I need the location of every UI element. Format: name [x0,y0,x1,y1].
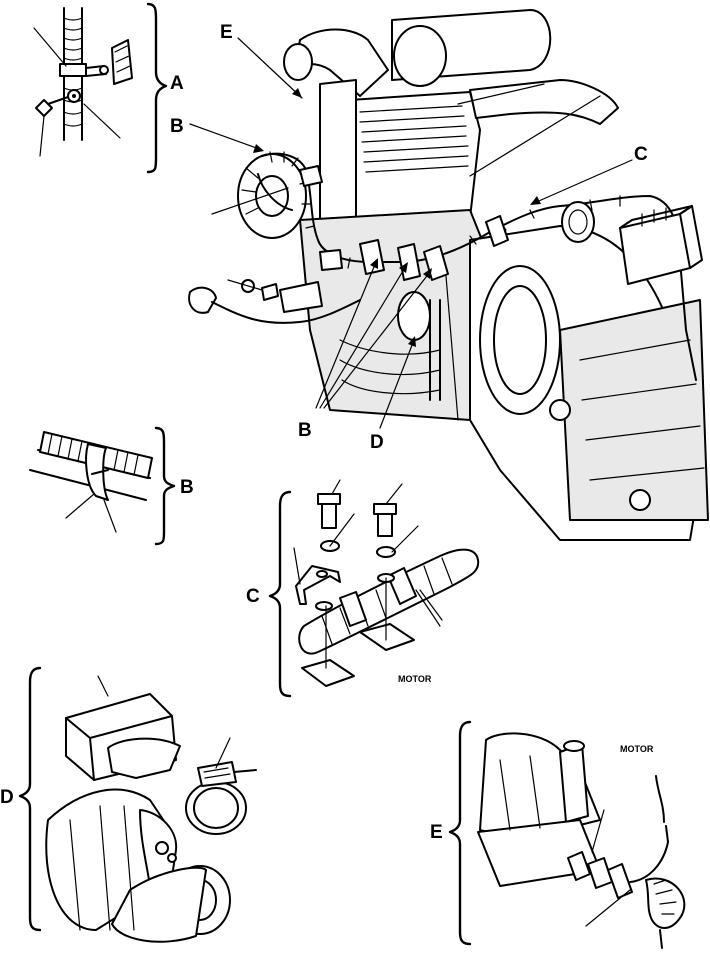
detail-a [33,7,133,157]
motor-label-c: MOTOR [398,674,432,684]
detail-d-brace [18,666,42,932]
detail-d [45,675,257,943]
detail-a-brace [146,2,168,174]
detail-c [293,479,480,687]
detail-b [29,431,153,533]
detail-e-brace [448,720,472,946]
callout-e-label-main: E [220,22,233,43]
detail-b-title: B [180,477,194,498]
engine-assembly [188,9,709,541]
detail-b-brace [154,426,176,546]
detail-e [477,732,686,949]
callout-c-label-main: C [634,144,648,165]
detail-d-title: D [0,787,14,808]
callout-b-label-lower: B [298,420,312,441]
callout-d-label-main: D [370,432,384,453]
motor-label-e: MOTOR [620,744,654,754]
detail-c-title: C [246,586,260,607]
detail-c-brace [268,490,292,698]
detail-e-title: E [430,822,443,843]
callout-b-label-main: B [170,116,184,137]
callout-a-label: A [170,73,184,94]
callout-arrows [189,37,633,429]
wiring-harness [257,151,703,381]
